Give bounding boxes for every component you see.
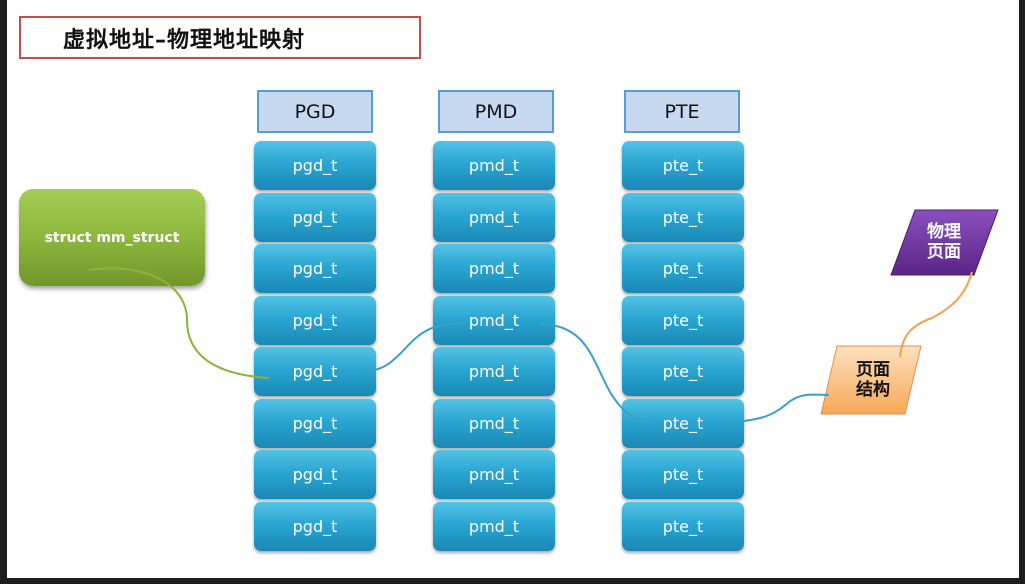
pte-cell: pte_t xyxy=(622,244,744,293)
pmd-cell: pmd_t xyxy=(433,295,555,345)
diagram-title: 虚拟地址–物理地址映射 xyxy=(19,16,421,59)
pgd-cell: pgd_t xyxy=(254,192,376,242)
connector-page-to-phys xyxy=(899,271,973,358)
page-struct-label: 页面 结构 xyxy=(856,360,890,400)
header-pgd: PGD xyxy=(257,90,373,133)
connector-pte-to-page xyxy=(731,393,830,423)
slide-canvas: 虚拟地址–物理地址映射 PGD PMD PTE pgd_t pgd_t pgd_… xyxy=(7,0,1019,578)
pmd-cell: pmd_t xyxy=(433,347,555,396)
pgd-cell: pgd_t xyxy=(254,450,376,499)
header-pmd: PMD xyxy=(438,90,554,133)
pmd-cell: pmd_t xyxy=(433,501,555,551)
header-pte: PTE xyxy=(624,90,740,133)
pgd-cell: pgd_t xyxy=(254,398,376,448)
pte-column: pte_t pte_t pte_t pte_t pte_t pte_t pte_… xyxy=(622,141,744,553)
pte-cell: pte_t xyxy=(622,141,744,190)
pmd-cell: pmd_t xyxy=(433,192,555,242)
pgd-cell: pgd_t xyxy=(254,295,376,345)
pgd-cell: pgd_t xyxy=(254,141,376,190)
pgd-cell: pgd_t xyxy=(254,347,376,396)
pgd-cell: pgd_t xyxy=(254,244,376,293)
pte-cell: pte_t xyxy=(622,295,744,345)
pte-cell: pte_t xyxy=(622,450,744,499)
pmd-cell: pmd_t xyxy=(433,450,555,499)
pte-cell: pte_t xyxy=(622,398,744,448)
pmd-cell: pmd_t xyxy=(433,398,555,448)
pgd-column: pgd_t pgd_t pgd_t pgd_t pgd_t pgd_t pgd_… xyxy=(254,141,376,553)
pte-cell: pte_t xyxy=(622,192,744,242)
pte-cell: pte_t xyxy=(622,347,744,396)
pmd-cell: pmd_t xyxy=(433,244,555,293)
physical-page-label: 物理 页面 xyxy=(927,222,961,262)
pte-cell: pte_t xyxy=(622,501,744,551)
pmd-column: pmd_t pmd_t pmd_t pmd_t pmd_t pmd_t pmd_… xyxy=(433,141,555,553)
pgd-cell: pgd_t xyxy=(254,501,376,551)
pmd-cell: pmd_t xyxy=(433,141,555,190)
mm-struct-box: struct mm_struct xyxy=(19,189,205,286)
